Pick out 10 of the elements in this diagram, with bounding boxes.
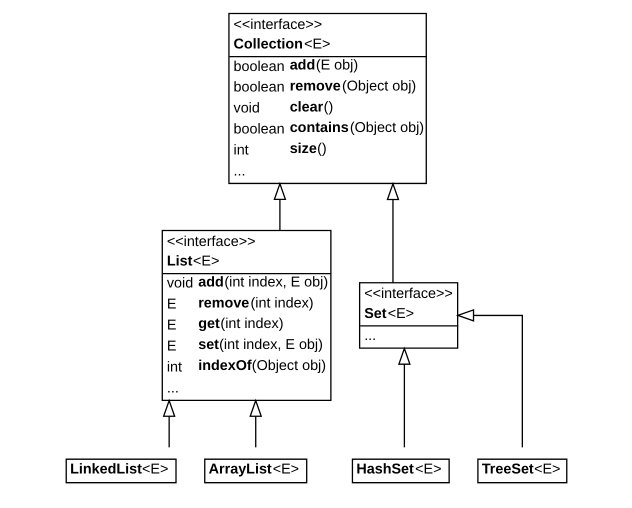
arrow	[162, 398, 176, 448]
arrow	[273, 182, 286, 230]
node-box: HashSet<E>	[351, 458, 450, 484]
arrow	[248, 398, 262, 448]
node-box: TreeSet<E>	[476, 458, 567, 484]
arrow	[455, 309, 522, 448]
node-box: ArrayList<E>	[204, 458, 307, 484]
arrow	[386, 182, 399, 282]
node-box: LinkedList<E>	[65, 458, 176, 484]
arrow	[397, 346, 410, 448]
